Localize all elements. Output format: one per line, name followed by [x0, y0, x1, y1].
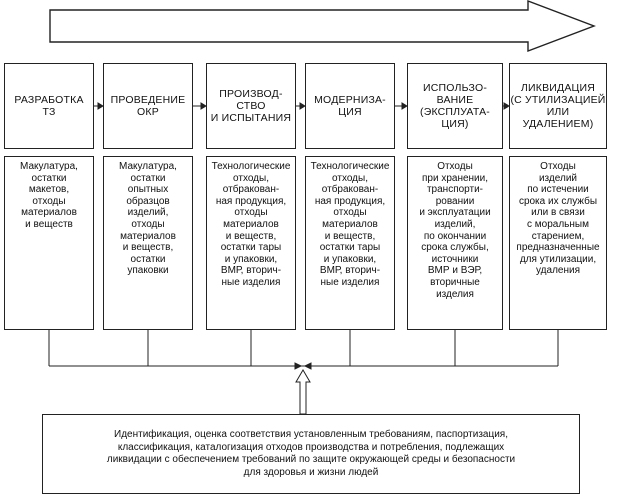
footer-line: для здоровья и жизни людей [243, 466, 379, 478]
stage-title-text: РАЗРАБОТКА ТЗ [14, 94, 84, 118]
stage-waste-text: Технологические отходы, отбракован- ная … [310, 161, 390, 288]
stage-waste-text: Отходы изделий по истечении срока их слу… [516, 161, 600, 277]
stage-title-development: РАЗРАБОТКА ТЗ [4, 63, 94, 149]
stage-waste-development: Макулатура, остатки макетов, отходы мате… [4, 156, 94, 330]
stage-title-text: ЛИКВИДАЦИЯ (С УТИЛИЗАЦИЕЙ ИЛИ УДАЛЕНИЕМ) [510, 82, 606, 130]
collector-arrowhead-left [294, 362, 303, 370]
stage-flow-arrowhead [97, 102, 104, 110]
footer-line: Идентификация, оценка соответствия устан… [114, 429, 508, 440]
process-direction-arrow [49, 0, 596, 53]
waste-management-box: Идентификация, оценка соответствия устан… [42, 414, 580, 494]
footer-line: ликвидации с обеспечением требований по … [106, 454, 516, 465]
stage-waste-modernization: Технологические отходы, отбракован- ная … [305, 156, 395, 330]
stage-title-text: ИСПОЛЬЗО- ВАНИЕ (ЭКСПЛУАТА- ЦИЯ) [420, 82, 490, 130]
stage-title-text: МОДЕРНИЗА- ЦИЯ [314, 94, 386, 118]
stage-waste-text: Отходы при хранении, транспорти- ровании… [419, 161, 491, 300]
stage-title-production: ПРОИЗВОД- СТВО И ИСПЫТАНИЯ [206, 63, 296, 149]
stage-flow-arrowhead [401, 102, 408, 110]
stage-waste-text: Технологические отходы, отбракован- ная … [211, 161, 291, 288]
stage-title-modernization: МОДЕРНИЗА- ЦИЯ [305, 63, 395, 149]
stage-title-text: ПРОВЕДЕНИЕ ОКР [110, 94, 186, 118]
collector-arrowhead-right [303, 362, 312, 370]
stage-flow-arrowhead [503, 102, 510, 110]
stage-title-operation: ИСПОЛЬЗО- ВАНИЕ (ЭКСПЛУАТА- ЦИЯ) [407, 63, 503, 149]
stage-title-liquidation: ЛИКВИДАЦИЯ (С УТИЛИЗАЦИЕЙ ИЛИ УДАЛЕНИЕМ) [509, 63, 607, 149]
stage-title-rd: ПРОВЕДЕНИЕ ОКР [103, 63, 193, 149]
footer-up-arrow [295, 369, 311, 415]
stage-waste-text: Макулатура, остатки макетов, отходы мате… [20, 161, 78, 230]
stage-flow-arrowhead [200, 102, 207, 110]
stage-flow-arrowhead [299, 102, 306, 110]
footer-line: классификация, каталогизация отходов про… [117, 441, 505, 453]
stage-waste-text: Макулатура, остатки опытных образцов изд… [119, 161, 177, 277]
stage-waste-production: Технологические отходы, отбракован- ная … [206, 156, 296, 330]
stage-waste-liquidation: Отходы изделий по истечении срока их слу… [509, 156, 607, 330]
stage-waste-operation: Отходы при хранении, транспорти- ровании… [407, 156, 503, 330]
stage-waste-rd: Макулатура, остатки опытных образцов изд… [103, 156, 193, 330]
stage-title-text: ПРОИЗВОД- СТВО И ИСПЫТАНИЯ [210, 88, 292, 124]
